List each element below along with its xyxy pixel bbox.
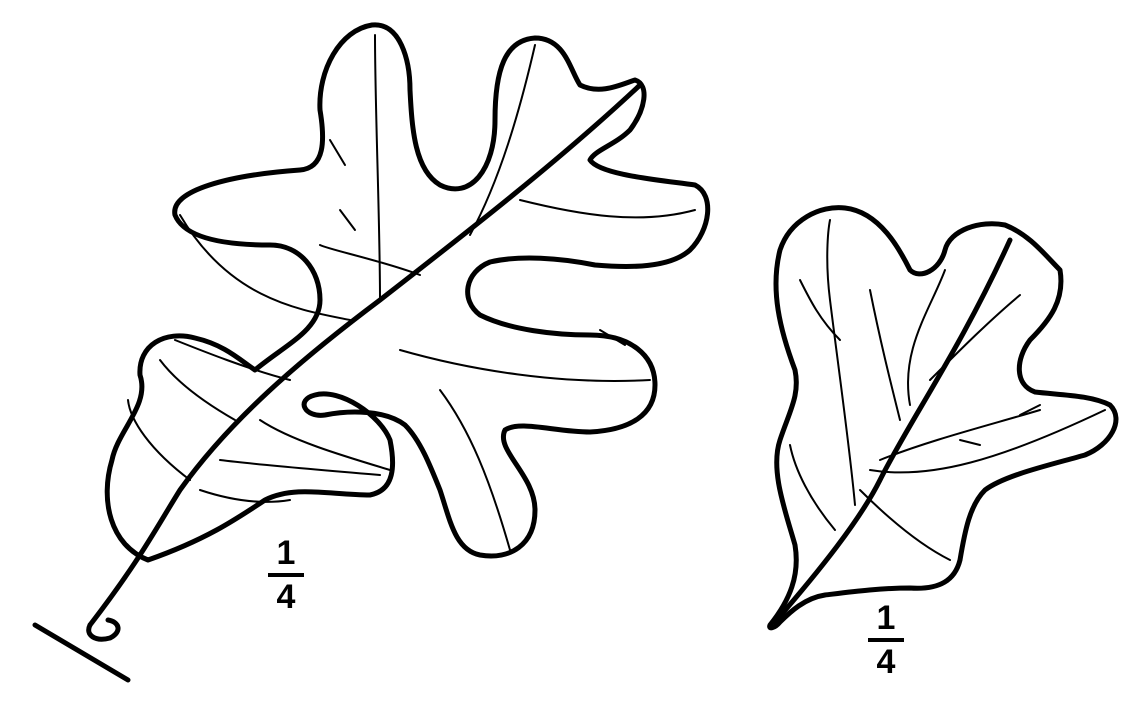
right-oak-leaf-icon bbox=[767, 205, 1119, 631]
left-oak-leaf-icon bbox=[32, 22, 711, 683]
left-leaf-petiole bbox=[86, 617, 121, 642]
left-leaf-scale-label: 1 4 bbox=[266, 535, 306, 615]
left-scale-fraction-bar bbox=[268, 573, 304, 577]
left-scale-denominator: 4 bbox=[276, 578, 296, 616]
right-scale-denominator: 4 bbox=[876, 643, 896, 681]
right-leaf-scale-label: 1 4 bbox=[866, 600, 906, 680]
left-scale-numerator: 1 bbox=[276, 534, 296, 572]
right-leaf-midrib bbox=[772, 237, 1013, 625]
right-scale-numerator: 1 bbox=[876, 599, 896, 637]
left-leaf-veins bbox=[127, 34, 696, 551]
left-leaf-midrib bbox=[87, 82, 643, 628]
right-scale-fraction-bar bbox=[868, 638, 904, 642]
left-leaf-twig bbox=[32, 622, 131, 683]
right-leaf-veins bbox=[789, 219, 1106, 561]
